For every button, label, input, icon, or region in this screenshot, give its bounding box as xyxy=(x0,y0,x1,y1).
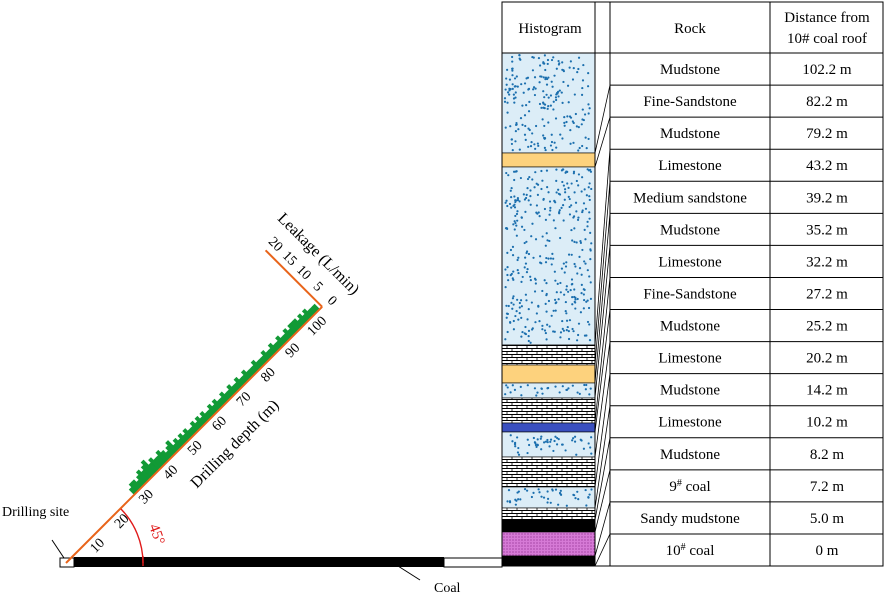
table-cell-distance: 79.2 m xyxy=(806,126,848,142)
header-rock: Rock xyxy=(674,21,706,37)
table-cell-rock: Fine-Sandstone xyxy=(643,94,737,110)
table-cell-rock: Limestone xyxy=(658,415,722,431)
table-cell-rock: Mudstone xyxy=(660,319,720,335)
stratum-layer xyxy=(501,456,596,488)
table-cell-distance: 0 m xyxy=(816,543,839,559)
strata-layers xyxy=(501,52,596,567)
stratum-layer xyxy=(501,555,596,567)
stratum-layer xyxy=(501,382,596,399)
table-cell-rock: Limestone xyxy=(658,254,722,270)
table-cell-distance: 43.2 m xyxy=(806,158,848,174)
drilling-diagram: Drilling site Coal 102030405060708090100… xyxy=(2,210,503,594)
table-cell-distance: 25.2 m xyxy=(806,319,848,335)
drilling-site-label: Drilling site xyxy=(2,505,69,520)
sandstone-dots xyxy=(503,53,595,556)
table-cell-distance: 14.2 m xyxy=(806,383,848,399)
table-cell-distance: 27.2 m xyxy=(806,286,848,302)
table-cell-rock: Sandy mudstone xyxy=(640,511,740,527)
stratum-layer xyxy=(501,344,596,366)
stratum-layer xyxy=(501,52,596,154)
strata-table: Histogram Rock Distance from 10# coal ro… xyxy=(501,1,884,567)
table-cell-rock: Limestone xyxy=(658,158,722,174)
table-cell-rock: Mudstone xyxy=(660,447,720,463)
table-cell-distance: 35.2 m xyxy=(806,222,848,238)
stratum-layer xyxy=(501,364,596,384)
angle-label: 45° xyxy=(145,522,167,547)
table-cell-distance: 8.2 m xyxy=(810,447,845,463)
drilling-site-leader xyxy=(51,539,65,559)
coal-seam-gap xyxy=(443,557,503,568)
table-cell-distance: 5.0 m xyxy=(810,511,845,527)
coal-leader xyxy=(397,565,421,581)
table-rows: Mudstone 102.2 m Fine-Sandstone 82.2 m Mudst… xyxy=(610,62,883,559)
table-cell-distance: 10.2 m xyxy=(806,415,848,431)
table-cell-distance: 102.2 m xyxy=(802,62,852,78)
table-cell-distance: 7.2 m xyxy=(810,479,845,495)
histogram-column xyxy=(501,1,611,567)
table-cell-distance: 82.2 m xyxy=(806,94,848,110)
leakage-tick-label: 0 xyxy=(324,294,340,310)
table-cell-rock: Mudstone xyxy=(660,222,720,238)
table-frame xyxy=(501,1,884,567)
stratum-layer xyxy=(501,397,596,424)
header-distance-line1: Distance from xyxy=(784,10,870,26)
table-cell-rock: 10# coal xyxy=(666,541,715,559)
depth-axis-label: Drilling depth (m) xyxy=(188,397,283,492)
borehole-line xyxy=(65,306,323,564)
table-cell-rock: 9# coal xyxy=(669,477,710,495)
stratum-layer xyxy=(501,519,596,533)
header-histogram: Histogram xyxy=(518,21,582,37)
table-cell-rock: Fine-Sandstone xyxy=(643,286,737,302)
table-cell-rock: Limestone xyxy=(658,351,722,367)
leakage-axis-line xyxy=(264,249,323,308)
coal-seam-bar xyxy=(74,557,444,567)
table-cell-rock: Mudstone xyxy=(660,126,720,142)
connector-lines xyxy=(594,53,611,567)
table-cell-rock: Medium sandstone xyxy=(633,190,747,206)
table-cell-distance: 39.2 m xyxy=(806,190,848,206)
leakage-tick-label: 5 xyxy=(310,279,326,295)
stratum-layer xyxy=(501,166,596,346)
header-distance-line2: 10# coal roof xyxy=(787,31,867,47)
stratum-layer xyxy=(501,152,596,168)
table-cell-rock: Mudstone xyxy=(660,62,720,78)
table-cell-distance: 20.2 m xyxy=(806,351,848,367)
table-cell-distance: 32.2 m xyxy=(806,254,848,270)
stratum-layer xyxy=(501,422,596,433)
table-cell-rock: Mudstone xyxy=(660,383,720,399)
stratum-layer xyxy=(501,507,596,521)
coal-label: Coal xyxy=(434,581,461,594)
